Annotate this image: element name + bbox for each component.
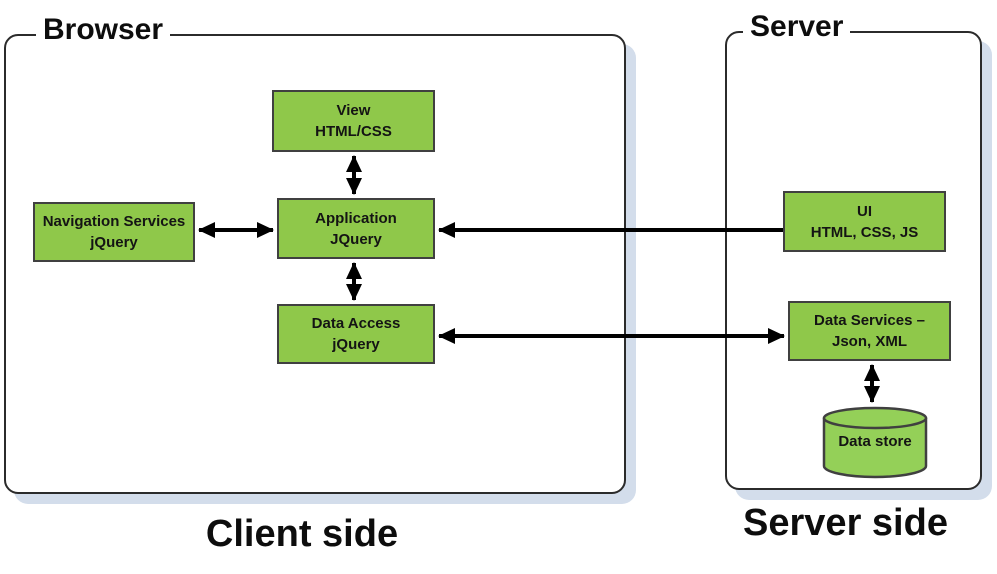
node-ui: UI HTML, CSS, JS bbox=[783, 191, 946, 252]
node-application-line1: Application bbox=[315, 209, 397, 227]
node-data-store-label: Data store bbox=[838, 433, 912, 450]
database-cylinder-icon bbox=[822, 406, 928, 479]
node-data-store: Data store bbox=[822, 406, 928, 479]
node-data-access: Data Access jQuery bbox=[277, 304, 435, 364]
node-view-line1: View bbox=[336, 102, 371, 119]
node-navigation-line1: Navigation Services bbox=[42, 213, 186, 230]
node-ui-line1: UI bbox=[857, 202, 872, 220]
server-label: Server bbox=[743, 10, 851, 43]
node-view: View HTML/CSS bbox=[272, 90, 435, 152]
node-data-services-line2: Json, XML bbox=[831, 333, 907, 350]
node-application: Application JQuery bbox=[277, 198, 435, 259]
node-data-services-line1: Data Services – bbox=[814, 312, 925, 329]
node-data-services: Data Services – Json, XML bbox=[788, 301, 951, 361]
client-side-caption: Client side bbox=[205, 513, 399, 555]
node-ui-line2: HTML, CSS, JS bbox=[810, 223, 919, 241]
node-navigation-line2: jQuery bbox=[90, 234, 138, 251]
server-side-caption: Server side bbox=[743, 502, 948, 544]
node-data-access-line1: Data Access bbox=[311, 315, 401, 332]
node-data-access-line2: jQuery bbox=[332, 336, 380, 353]
browser-label: Browser bbox=[36, 13, 171, 46]
node-view-line2: HTML/CSS bbox=[315, 123, 392, 140]
node-navigation-services: Navigation Services jQuery bbox=[33, 202, 195, 262]
node-application-line2: JQuery bbox=[330, 230, 382, 248]
